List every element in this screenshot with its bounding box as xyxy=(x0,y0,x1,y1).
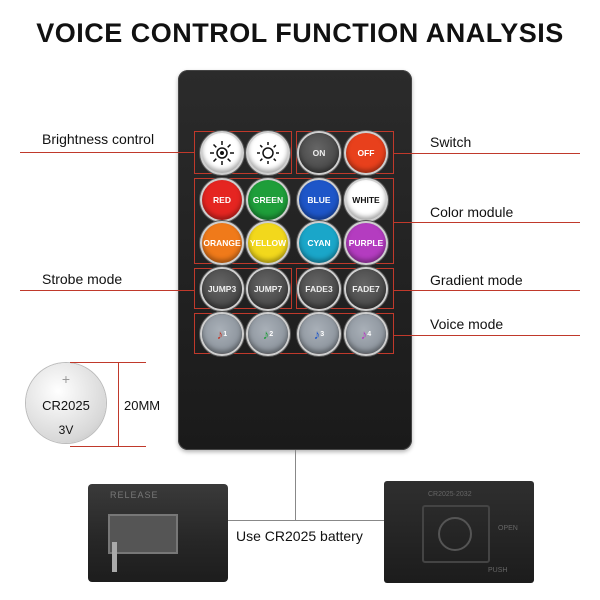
brightness-down-button[interactable] xyxy=(248,133,288,173)
coin-outline xyxy=(438,517,472,551)
gradient-label: Gradient mode xyxy=(430,272,523,288)
battery-tray xyxy=(108,514,178,554)
voice-number: 4 xyxy=(367,330,372,338)
jump7-button[interactable]: JUMP7 xyxy=(248,269,288,309)
blue-button[interactable]: BLUE xyxy=(299,180,339,220)
off-button[interactable]: OFF xyxy=(346,133,386,173)
cyan-button[interactable]: CYAN xyxy=(299,223,339,263)
plus-symbol: + xyxy=(61,371,71,387)
switch-group-box xyxy=(296,131,394,174)
cover-outline xyxy=(422,505,490,563)
color-leader-line xyxy=(394,222,580,223)
color-label: Color module xyxy=(430,204,514,220)
jump3-button[interactable]: JUMP3 xyxy=(202,269,242,309)
brightness-up-icon xyxy=(210,141,234,165)
switch-leader-line xyxy=(394,153,580,154)
voice-group-box xyxy=(194,313,394,354)
connector-vertical xyxy=(295,450,296,520)
strobe-group-box xyxy=(194,268,292,309)
orange-button[interactable]: ORANGE xyxy=(202,223,242,263)
connector-left xyxy=(228,520,295,521)
fade7-button[interactable]: FADE7 xyxy=(346,269,386,309)
connector-right xyxy=(295,520,384,521)
music-note-icon: ♪ xyxy=(262,326,270,342)
open-text: OPEN xyxy=(498,525,518,532)
push-text: PUSH xyxy=(488,567,508,574)
strobe-leader-line xyxy=(20,290,194,291)
brightness-leader-line xyxy=(20,152,194,153)
battery-cover-photo: CR2025·2032 OPEN PUSH xyxy=(384,481,534,583)
voice-2-button[interactable]: ♪2 xyxy=(248,314,288,354)
gradient-leader-line xyxy=(394,290,580,291)
voice-number: 3 xyxy=(320,330,325,338)
music-note-icon: ♪ xyxy=(360,326,368,342)
release-text: RELEASE xyxy=(110,490,159,500)
strobe-label: Strobe mode xyxy=(42,271,123,287)
cover-text: CR2025·2032 xyxy=(428,491,472,498)
music-note-icon: ♪ xyxy=(216,326,224,342)
cr2025-battery: + CR2025 3V xyxy=(26,363,106,443)
brightness-label: Brightness control xyxy=(42,131,155,147)
dimension-tick-bottom xyxy=(70,446,146,447)
voice-label: Voice mode xyxy=(430,316,504,332)
brightness-down-icon xyxy=(257,142,279,164)
voice-3-button[interactable]: ♪3 xyxy=(299,314,339,354)
on-button[interactable]: ON xyxy=(299,133,339,173)
battery-slot-photo: RELEASE xyxy=(88,484,228,582)
yellow-button[interactable]: YELLOW xyxy=(248,223,288,263)
fade3-button[interactable]: FADE3 xyxy=(299,269,339,309)
music-note-icon: ♪ xyxy=(313,326,321,342)
page-title: VOICE CONTROL FUNCTION ANALYSIS xyxy=(36,18,564,48)
purple-button[interactable]: PURPLE xyxy=(346,223,386,263)
switch-label: Switch xyxy=(430,134,472,150)
color-group-box xyxy=(194,178,394,264)
dimension-label: 20MM xyxy=(124,398,161,413)
voice-1-button[interactable]: ♪1 xyxy=(202,314,242,354)
battery-voltage: 3V xyxy=(58,423,74,437)
red-button[interactable]: RED xyxy=(202,180,242,220)
dimension-tick-top xyxy=(70,362,146,363)
voice-number: 2 xyxy=(269,330,274,338)
brightness-up-button[interactable] xyxy=(202,133,242,173)
brightness-group-box xyxy=(194,131,292,174)
white-button[interactable]: WHITE xyxy=(346,180,386,220)
battery-use-label: Use CR2025 battery xyxy=(236,528,363,544)
gradient-group-box xyxy=(296,268,394,309)
voice-leader-line xyxy=(394,335,580,336)
voice-4-button[interactable]: ♪4 xyxy=(346,314,386,354)
voice-number: 1 xyxy=(223,330,228,338)
dimension-line xyxy=(118,362,119,446)
battery-model: CR2025 xyxy=(42,398,90,413)
green-button[interactable]: GREEN xyxy=(248,180,288,220)
tray-pin xyxy=(112,542,117,572)
